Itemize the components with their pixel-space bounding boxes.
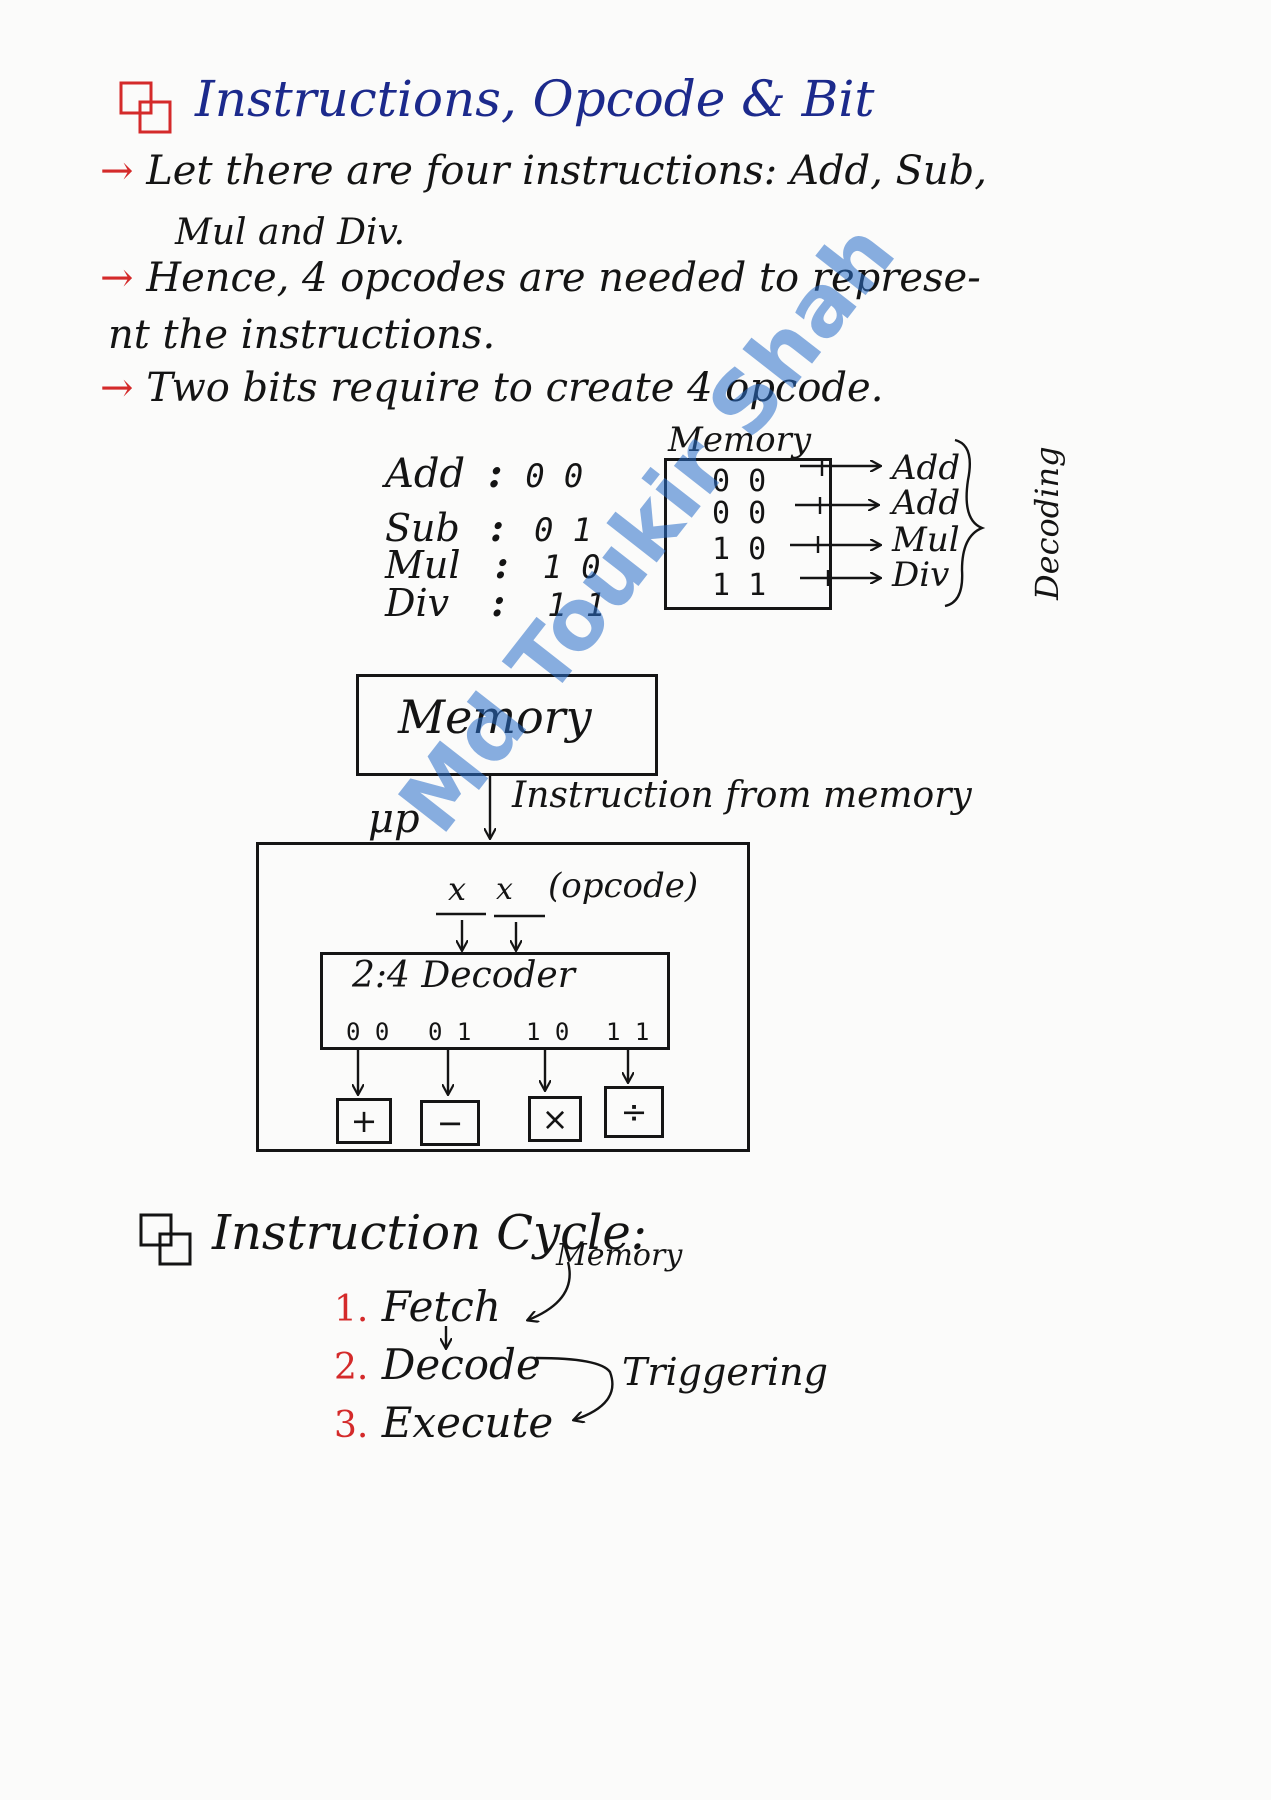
memory-target: Add <box>892 483 961 523</box>
opcode-code: 1 0 <box>542 548 601 586</box>
memory-map-label: Memory <box>668 420 812 460</box>
arrow-icon: → <box>100 365 134 411</box>
bullet-3: → Two bits require to create 4 opcode. <box>100 365 883 411</box>
bullet-1-line2: Mul and Div. <box>175 212 406 253</box>
opcode-row: Mul : 1 0 <box>385 542 601 587</box>
opcode-name: Div <box>385 581 450 625</box>
opcode-code: 1 1 <box>547 586 606 624</box>
decoder-output: 0 1 <box>428 1018 472 1046</box>
opcode-code: 0 1 <box>534 511 592 549</box>
fetch-label: Instruction from memory <box>512 775 972 816</box>
add-op-box: + <box>336 1098 392 1144</box>
memory-block-label: Memory <box>398 690 592 744</box>
opcode-sep: : <box>487 450 503 497</box>
step-number: 1. <box>334 1289 369 1330</box>
decoder-output: 0 0 <box>346 1018 390 1046</box>
bullet-1: → Let there are four instructions: Add, … <box>100 148 987 194</box>
step-label: Fetch <box>381 1282 501 1331</box>
opcode-row: Sub : 0 1 <box>385 505 592 550</box>
cycle-step: 1. Fetch <box>334 1282 501 1331</box>
opcode-sep: : <box>489 505 504 550</box>
processor-box <box>256 842 750 1152</box>
step-label: Decode <box>381 1340 541 1389</box>
trigger-note: Triggering <box>622 1350 828 1394</box>
bullet-3-line1: Two bits require to create 4 opcode. <box>146 365 884 411</box>
arrow-icon: → <box>100 148 134 194</box>
memory-target: Add <box>892 448 961 488</box>
arrow-icon: → <box>100 255 134 301</box>
opcode-name: Mul <box>385 543 461 587</box>
up-label: μp <box>368 796 420 842</box>
memory-map-box <box>664 458 832 610</box>
opcode-sep: : <box>494 542 509 587</box>
bullet-2: → Hence, 4 opcodes are needed to represe… <box>100 255 981 301</box>
memory-code: 1 0 <box>712 532 767 567</box>
cycle-step: 2. Decode <box>334 1340 541 1389</box>
bullet-2-line1: Hence, 4 opcodes are needed to represe- <box>146 255 981 301</box>
opcode-name: Add <box>385 451 466 497</box>
opcode-row: Div : 1 1 <box>385 580 605 625</box>
decoder-box <box>320 952 670 1050</box>
memory-target: Mul <box>892 520 960 560</box>
opcode-label: (opcode) <box>548 866 699 906</box>
sub-op-box: − <box>420 1100 480 1146</box>
step-number: 3. <box>334 1405 369 1446</box>
bullet-1-line1: Let there are four instructions: Add, Su… <box>146 148 987 194</box>
section-square-icon <box>139 1213 192 1266</box>
memory-code: 1 1 <box>712 568 767 603</box>
decoder-output: 1 1 <box>606 1018 650 1046</box>
section-title: Instructions, Opcode & Bit <box>195 70 875 128</box>
decoder-label: 2:4 Decoder <box>352 955 575 996</box>
step-number: 2. <box>334 1347 369 1388</box>
opcode-row: Add : 0 0 <box>385 450 583 497</box>
cycle-title: Instruction Cycle: <box>212 1205 647 1261</box>
cycle-step: 3. Execute <box>334 1398 553 1447</box>
opcode-name: Sub <box>385 506 460 550</box>
opcode-bit: x <box>496 872 513 907</box>
memory-target: Div <box>892 555 950 595</box>
memory-block <box>356 674 658 776</box>
step-label: Execute <box>381 1398 554 1447</box>
decoder-output: 1 0 <box>526 1018 570 1046</box>
memory-code: 0 0 <box>712 496 767 531</box>
opcode-bit: x <box>448 870 467 908</box>
memory-code: 0 0 <box>712 464 767 499</box>
mul-op-box: × <box>528 1096 582 1142</box>
memory-note: Memory <box>556 1238 683 1273</box>
opcode-code: 0 0 <box>525 457 584 495</box>
bullet-2-line2: nt the instructions. <box>108 312 496 358</box>
opcode-sep: : <box>491 580 506 625</box>
section-square-icon <box>119 81 172 134</box>
div-op-box: ÷ <box>604 1086 664 1138</box>
